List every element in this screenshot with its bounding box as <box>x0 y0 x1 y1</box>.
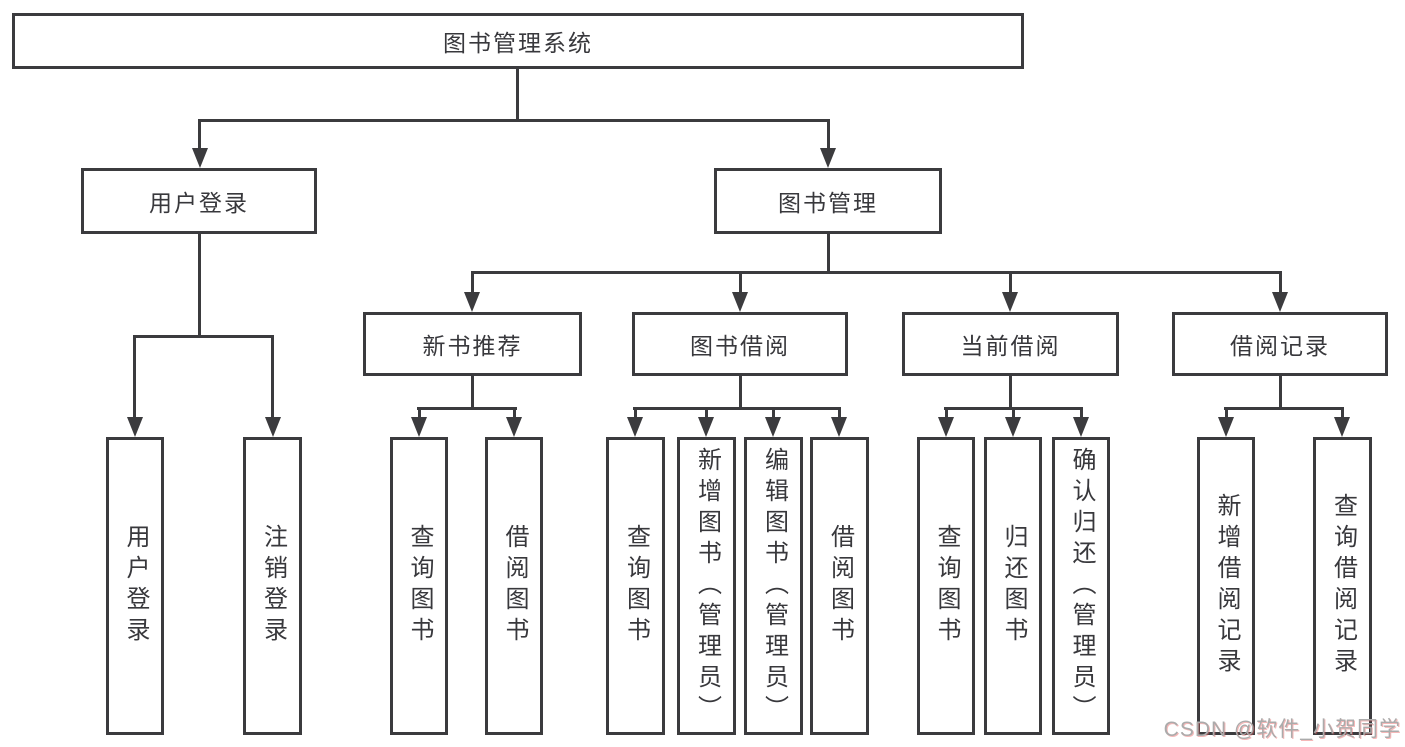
arrow-down-icon <box>1334 417 1350 437</box>
leaf-label: 确认归还（管理员） <box>1068 446 1095 726</box>
connector-line <box>1224 407 1344 410</box>
arrow-down-icon <box>765 417 781 437</box>
arrow-down-icon <box>1002 292 1018 312</box>
connector-line <box>827 234 830 274</box>
node-current-borrow-label: 当前借阅 <box>960 333 1061 359</box>
leaf-query-borrow-record: 查询借阅记录 <box>1313 437 1372 735</box>
arrow-down-icon <box>1073 417 1089 437</box>
connector-line <box>1009 375 1012 409</box>
leaf-label: 借阅图书 <box>501 524 528 648</box>
node-root-label: 图书管理系统 <box>443 30 593 56</box>
arrow-down-icon <box>265 417 281 437</box>
leaf-edit-book-admin: 编辑图书（管理员） <box>744 437 803 735</box>
connector-line <box>634 407 637 420</box>
connector-line <box>471 375 474 409</box>
connector-line <box>838 407 841 420</box>
leaf-add-book-admin: 新增图书（管理员） <box>677 437 736 735</box>
leaf-label: 新增借阅记录 <box>1213 493 1240 679</box>
leaf-label: 编辑图书（管理员） <box>760 446 788 726</box>
node-book-management-label: 图书管理 <box>778 190 878 216</box>
connector-line <box>133 335 274 338</box>
arrow-down-icon <box>1272 292 1288 312</box>
arrow-down-icon <box>1005 417 1021 437</box>
connector-line <box>1225 407 1228 420</box>
leaf-label: 注销登录 <box>259 524 287 648</box>
connector-line <box>1279 271 1282 294</box>
arrow-down-icon <box>464 292 480 312</box>
leaf-add-borrow-record: 新增借阅记录 <box>1197 437 1255 735</box>
connector-line <box>133 335 136 419</box>
leaf-label: 查询图书 <box>406 524 433 648</box>
connector-line <box>827 119 830 150</box>
leaf-label: 归还图书 <box>1000 524 1027 648</box>
arrow-down-icon <box>506 417 522 437</box>
arrow-down-icon <box>820 148 836 168</box>
arrow-down-icon <box>831 417 847 437</box>
arrow-down-icon <box>411 417 427 437</box>
arrow-down-icon <box>192 148 208 168</box>
connector-line <box>739 375 742 409</box>
node-book-borrow: 图书借阅 <box>632 312 848 376</box>
node-new-book-recommend-label: 新书推荐 <box>422 333 523 359</box>
connector-line <box>198 119 201 150</box>
node-root: 图书管理系统 <box>12 13 1024 69</box>
leaf-user-login: 用户登录 <box>106 437 164 735</box>
arrow-down-icon <box>732 292 748 312</box>
node-borrow-records-label: 借阅记录 <box>1230 333 1330 359</box>
connector-line <box>1279 375 1282 409</box>
arrow-down-icon <box>127 417 143 437</box>
node-book-borrow-label: 图书借阅 <box>690 333 790 359</box>
connector-line <box>945 407 948 420</box>
connector-line <box>633 407 841 410</box>
leaf-logout: 注销登录 <box>243 437 302 735</box>
leaf-label: 借阅图书 <box>826 524 854 648</box>
arrow-down-icon <box>1218 417 1234 437</box>
connector-line <box>705 407 708 420</box>
leaf-label: 查询图书 <box>622 524 650 648</box>
connector-line <box>471 271 1282 274</box>
connector-line <box>1341 407 1344 420</box>
csdn-watermark: CSDN @软件_小贺同学 <box>1163 718 1401 741</box>
connector-line <box>418 407 421 420</box>
node-book-management: 图书管理 <box>714 168 942 234</box>
leaf-confirm-return-admin: 确认归还（管理员） <box>1052 437 1110 735</box>
leaf-query-books-recommend: 查询图书 <box>390 437 448 735</box>
connector-line <box>271 335 274 419</box>
leaf-query-books-current: 查询图书 <box>917 437 975 735</box>
node-user-login-label: 用户登录 <box>149 190 249 216</box>
leaf-label: 新增图书（管理员） <box>693 446 721 726</box>
arrow-down-icon <box>627 417 643 437</box>
node-user-login: 用户登录 <box>81 168 317 234</box>
connector-line <box>772 407 775 420</box>
leaf-label: 查询图书 <box>933 524 960 648</box>
connector-line <box>513 407 516 420</box>
connector-line <box>1009 271 1012 294</box>
node-current-borrow: 当前借阅 <box>902 312 1119 376</box>
leaf-query-books-borrow: 查询图书 <box>606 437 665 735</box>
connector-line <box>417 407 517 410</box>
leaf-label: 查询借阅记录 <box>1329 493 1357 679</box>
leaf-borrow-books-recommend: 借阅图书 <box>485 437 543 735</box>
leaf-return-books: 归还图书 <box>984 437 1042 735</box>
connector-line <box>516 69 519 121</box>
connector-line <box>471 271 474 294</box>
connector-line <box>198 234 201 338</box>
connector-line <box>1080 407 1083 420</box>
node-borrow-records: 借阅记录 <box>1172 312 1388 376</box>
connector-line <box>739 271 742 294</box>
leaf-borrow-books: 借阅图书 <box>810 437 869 735</box>
connector-line <box>198 119 830 122</box>
arrow-down-icon <box>938 417 954 437</box>
arrow-down-icon <box>698 417 714 437</box>
connector-line <box>1012 407 1015 420</box>
leaf-label: 用户登录 <box>122 524 149 648</box>
node-new-book-recommend: 新书推荐 <box>363 312 582 376</box>
